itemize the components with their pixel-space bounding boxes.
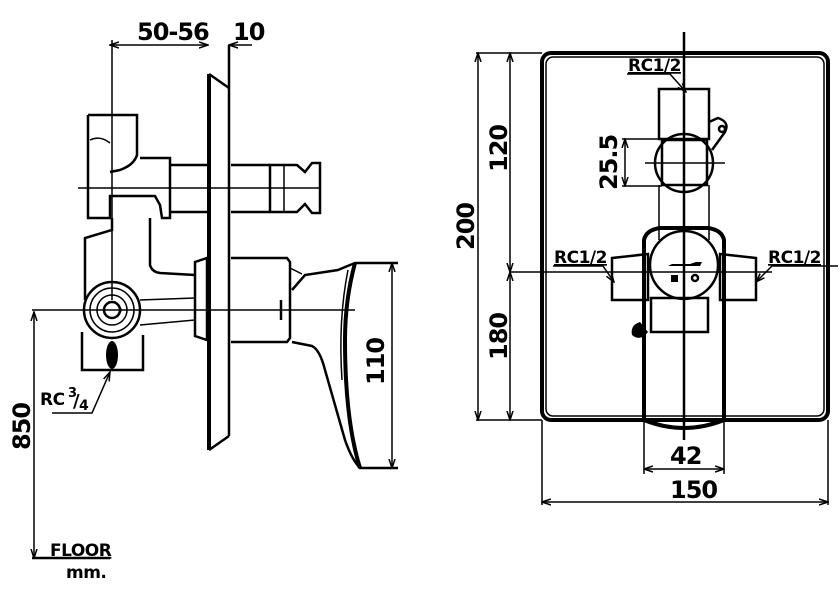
handle-hub	[231, 256, 303, 344]
label-top-outlet: RC1/2	[628, 56, 681, 76]
dim-plate-label: 10	[233, 18, 265, 46]
valve-body-mid	[83, 218, 209, 342]
inlet-label-prefix: RC	[40, 390, 65, 410]
cartridge-dimension: 25.5	[595, 134, 662, 190]
top-outlet-body	[645, 87, 728, 240]
side-view: 50-56 10	[8, 18, 398, 583]
dim-handle-height-label: 110	[362, 338, 390, 385]
dim-handle-width-label: 42	[670, 442, 701, 470]
handle-height-dimension: 110	[362, 263, 392, 468]
floor-height-dimension: 850 FLOOR mm.	[8, 312, 112, 583]
handle-width-dimension: 42	[644, 420, 724, 474]
label-right-outlet: RC1/2	[768, 248, 821, 268]
left-outlet-label: RC1/2	[553, 248, 614, 282]
dim-floor-height-label: 850	[8, 403, 36, 450]
front-view: 25.5 RC1/2 RC1/2 RC1/2	[452, 32, 838, 505]
inlet-fitting	[80, 280, 145, 372]
front-handle	[510, 226, 772, 430]
inlet-label: RC 3 / 4	[40, 372, 110, 414]
svg-text:/: /	[73, 391, 80, 412]
plate-width-dimension: 150	[542, 420, 828, 505]
dim-plate-width-label: 150	[670, 476, 717, 504]
dim-total-height-label: 200	[452, 203, 480, 250]
cover-plate-profile	[207, 45, 231, 452]
total-height-dimension: 200	[452, 53, 542, 420]
floor-label: FLOOR	[50, 541, 112, 561]
dim-lower-label: 180	[485, 313, 513, 360]
valve-body-upper	[78, 113, 322, 220]
depth-dimension: 50-56 10	[110, 18, 266, 300]
units-label: mm.	[66, 563, 106, 583]
dim-depth-label: 50-56	[137, 18, 209, 46]
lever-handle	[291, 261, 398, 470]
top-outlet-label: RC1/2	[627, 56, 686, 92]
dim-cartridge-label: 25.5	[595, 134, 623, 190]
inlet-label-denominator: 4	[79, 398, 89, 414]
inlet-label-numerator: 3	[68, 386, 77, 401]
right-outlet-label: RC1/2	[756, 248, 838, 282]
label-left-outlet: RC1/2	[554, 248, 607, 268]
dim-upper-label: 120	[485, 125, 513, 172]
split-height-dimension: 120 180	[485, 53, 513, 420]
